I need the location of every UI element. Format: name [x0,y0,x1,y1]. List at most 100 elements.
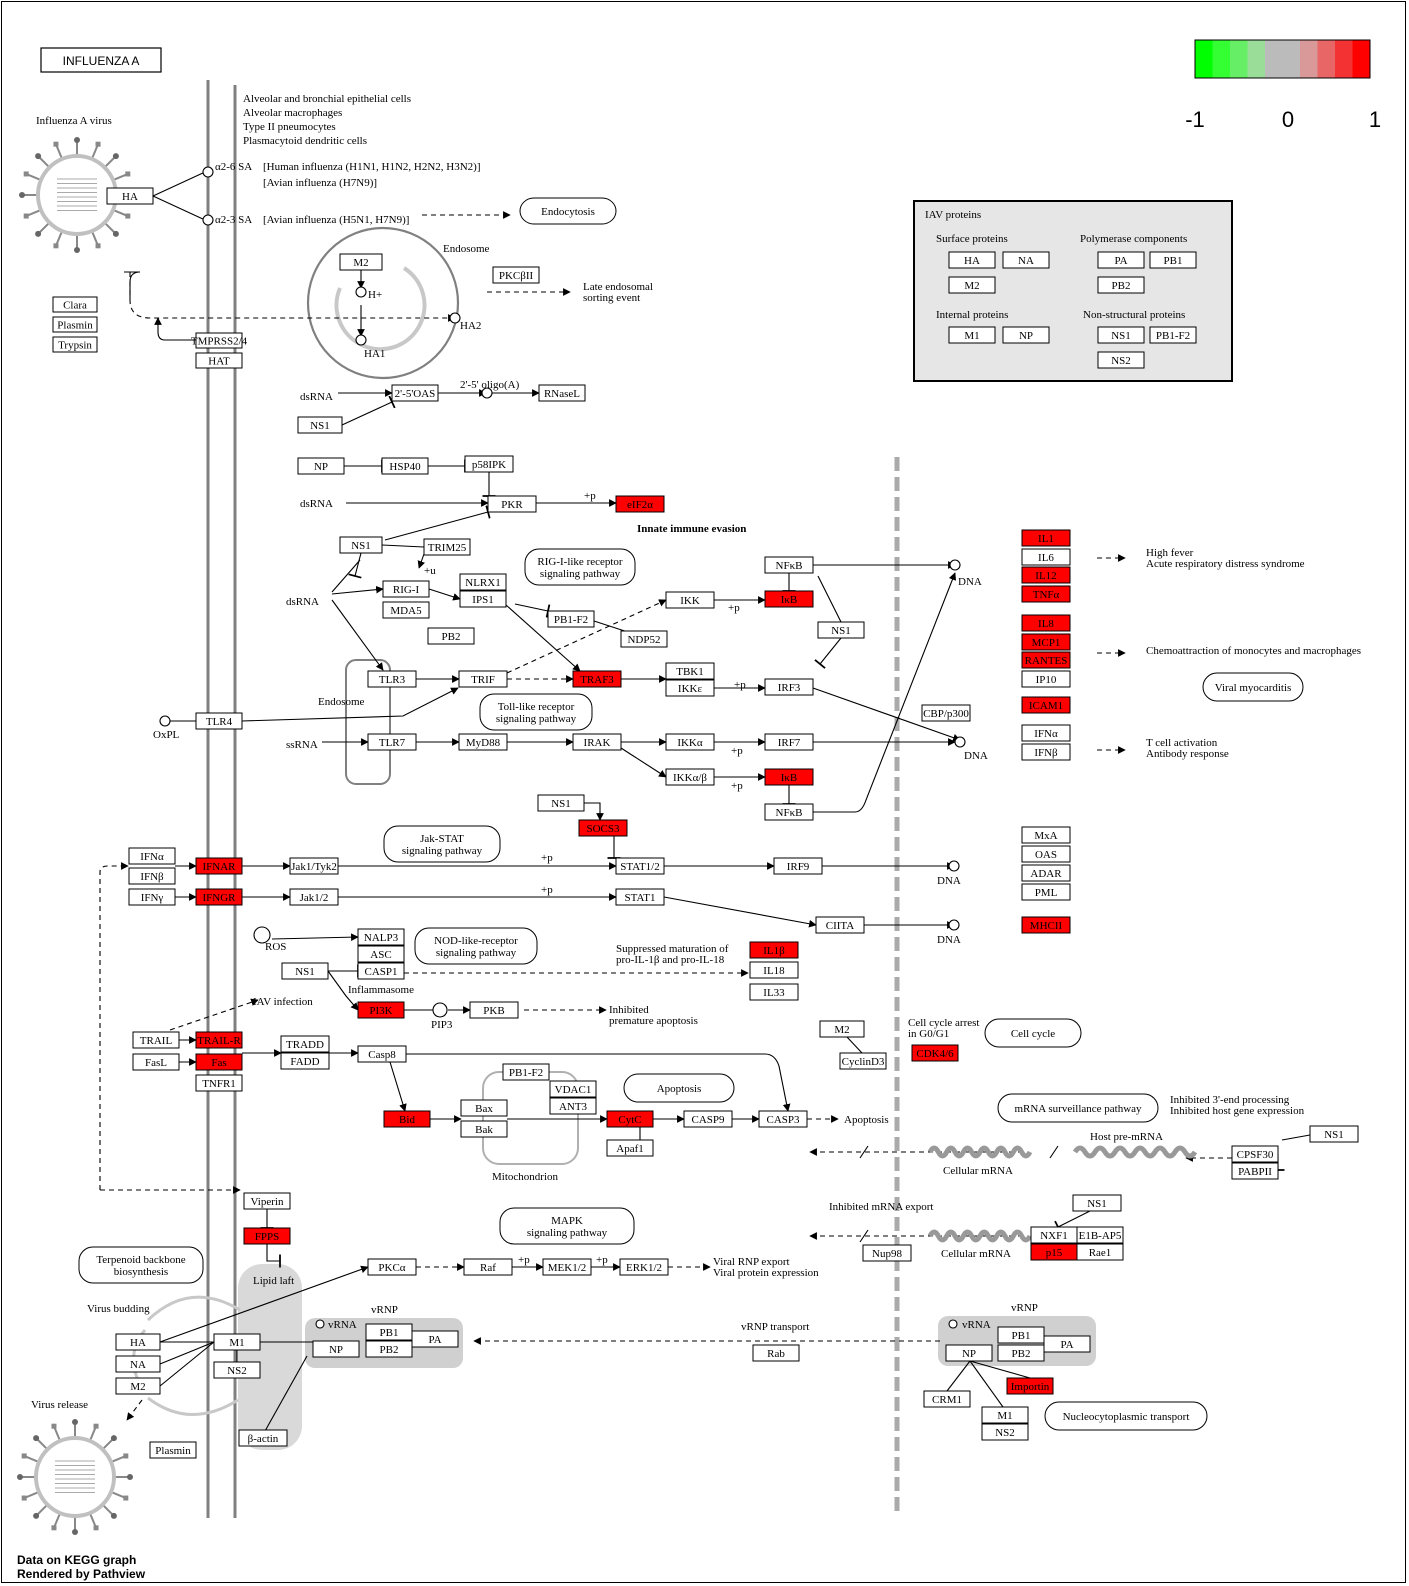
gene-node-trail[interactable]: TRAIL [132,1031,180,1049]
gene-node-il33[interactable]: IL33 [749,983,799,1001]
gene-node-irf9[interactable]: IRF9 [773,857,823,875]
gene-node-plasmin[interactable]: Plasmin [52,316,98,333]
gene-node-pi3k[interactable]: PI3K [357,1001,405,1019]
gene-node-p15[interactable]: p15 [1030,1243,1078,1261]
gene-node-pb1f2-a[interactable]: PB1-F2 [547,610,595,628]
gene-node-cytc[interactable]: CytC [606,1110,654,1128]
gene-node-asc[interactable]: ASC [357,945,405,963]
gene-node-fpps[interactable]: FPPS [243,1227,291,1245]
gene-node-nfkb-b[interactable]: NFκB [764,803,814,821]
gene-node-cdk46[interactable]: CDK4/6 [911,1044,959,1062]
gene-node-fas[interactable]: Fas [195,1053,243,1071]
pathway-link-mrna-surveillance-pathway[interactable]: mRNA surveillance pathway [997,1093,1159,1123]
gene-node-ikka[interactable]: IKKα [665,733,715,751]
gene-node-np-l[interactable]: NP [312,1340,360,1358]
gene-node-irak[interactable]: IRAK [572,733,622,751]
gene-node-casp8[interactable]: Casp8 [357,1045,407,1063]
gene-node-ns1-d[interactable]: NS1 [537,794,585,812]
gene-node-ciita[interactable]: CIITA [815,916,865,934]
gene-node-ifnb-in[interactable]: IFNβ [128,867,176,885]
pathway-link-nucleocytoplasmic-transport[interactable]: Nucleocytoplasmic transport [1044,1401,1208,1431]
gene-node-m2-endo[interactable]: M2 [339,253,383,271]
gene-node-oas[interactable]: 2'-5'OAS [391,384,439,402]
gene-node-p58ipk[interactable]: p58IPK [464,455,514,473]
gene-node-irf3[interactable]: IRF3 [764,678,814,696]
gene-node-ns1-g[interactable]: NS1 [1072,1194,1122,1212]
gene-node-pb2-a[interactable]: PB2 [427,627,475,645]
gene-node-clara[interactable]: Clara [52,296,98,313]
gene-node-viperin[interactable]: Viperin [243,1192,291,1210]
gene-node-ns1-f[interactable]: NS1 [1309,1125,1359,1143]
gene-node-trailr[interactable]: TRAIL-R [195,1031,243,1049]
gene-node-tlr3[interactable]: TLR3 [367,670,417,688]
iav-protein-m1[interactable]: M1 [948,326,996,344]
gene-node-ndp52[interactable]: NDP52 [620,630,668,648]
gene-node-tmprss2[interactable]: TMPRSS2/4 [191,332,248,349]
gene-node-oas2[interactable]: OAS [1021,845,1071,863]
iav-protein-ns1[interactable]: NS1 [1097,326,1145,344]
gene-node-pb1-l[interactable]: PB1 [365,1323,413,1341]
gene-node-erk12[interactable]: ERK1/2 [619,1258,669,1276]
gene-node-cyclind3[interactable]: CyclinD3 [839,1052,887,1070]
gene-node-fasl[interactable]: FasL [132,1053,180,1071]
gene-node-stat12[interactable]: STAT1/2 [615,857,665,875]
gene-node-ns1-a[interactable]: NS1 [297,416,343,434]
gene-node-np-a[interactable]: NP [297,457,345,475]
iav-protein-np[interactable]: NP [1002,326,1050,344]
gene-node-stat1[interactable]: STAT1 [615,888,665,906]
gene-node-ha-b[interactable]: HA [115,1333,161,1351]
gene-node-raf[interactable]: Raf [463,1258,513,1276]
gene-node-bax[interactable]: Bax [460,1099,508,1117]
gene-node-pa-r[interactable]: PA [1043,1335,1091,1353]
gene-node-ifnb-out[interactable]: IFNβ [1021,743,1071,761]
gene-node-irf7[interactable]: IRF7 [764,733,814,751]
gene-node-il8[interactable]: IL8 [1021,614,1071,632]
gene-node-nup98[interactable]: Nup98 [862,1244,912,1262]
iav-protein-pb1-f2[interactable]: PB1-F2 [1149,326,1197,344]
gene-node-m2-b[interactable]: M2 [115,1377,161,1395]
gene-node-bak[interactable]: Bak [460,1120,508,1138]
gene-node-mhcii[interactable]: MHCII [1021,916,1071,934]
gene-node-bid[interactable]: Bid [383,1110,431,1128]
iav-protein-pa[interactable]: PA [1097,251,1145,269]
gene-node-tlr7[interactable]: TLR7 [367,733,417,751]
gene-node-traf3[interactable]: TRAF3 [572,670,622,688]
gene-node-m1-b[interactable]: M1 [213,1333,261,1351]
gene-node-pb1f2-b[interactable]: PB1-F2 [502,1063,550,1081]
gene-node-tnfa[interactable]: TNFα [1021,585,1071,603]
gene-node-il18[interactable]: IL18 [749,961,799,979]
gene-node-trif[interactable]: TRIF [458,670,508,688]
gene-node-ns1-e[interactable]: NS1 [281,962,329,980]
gene-node-nfkb-a[interactable]: NFκB [764,556,814,574]
gene-node-pa-l[interactable]: PA [411,1330,459,1348]
pathway-link-viral-myocarditis[interactable]: Viral myocarditis [1202,672,1304,702]
gene-node-cpsf30[interactable]: CPSF30 [1231,1145,1279,1163]
gene-node-socs3[interactable]: SOCS3 [578,819,628,837]
gene-node-pkb[interactable]: PKB [469,1001,519,1019]
gene-node-rigi[interactable]: RIG-I [382,580,430,598]
gene-node-m2-cc[interactable]: M2 [819,1020,865,1038]
gene-node-np-r[interactable]: NP [945,1344,993,1362]
pathway-link-cell-cycle[interactable]: Cell cycle [984,1018,1082,1048]
gene-node-ifng[interactable]: IFNγ [128,888,176,906]
gene-node-ns2-b[interactable]: NS2 [213,1361,261,1379]
gene-node-cbp[interactable]: CBP/p300 [921,704,971,722]
gene-node-trypsin[interactable]: Trypsin [52,336,98,353]
gene-node-ikke[interactable]: IKKε [665,679,715,697]
gene-node-nalp3[interactable]: NALP3 [357,928,405,946]
gene-node-casp9[interactable]: CASP9 [683,1110,733,1128]
gene-node-casp3[interactable]: CASP3 [758,1110,808,1128]
iav-protein-ha[interactable]: HA [948,251,996,269]
gene-node-m1-r[interactable]: M1 [981,1406,1029,1424]
gene-node-plasmin-b[interactable]: Plasmin [149,1441,197,1459]
gene-node-ifngr[interactable]: IFNGR [195,888,243,906]
gene-node-jak12[interactable]: Jak1/2 [289,888,339,906]
gene-node-casp1[interactable]: CASP1 [357,962,405,980]
iav-protein-na[interactable]: NA [1002,251,1050,269]
gene-node-pb1-r[interactable]: PB1 [997,1326,1045,1344]
gene-node-pkca[interactable]: PKCα [367,1258,417,1276]
gene-node-bactin[interactable]: β-actin [238,1429,288,1447]
